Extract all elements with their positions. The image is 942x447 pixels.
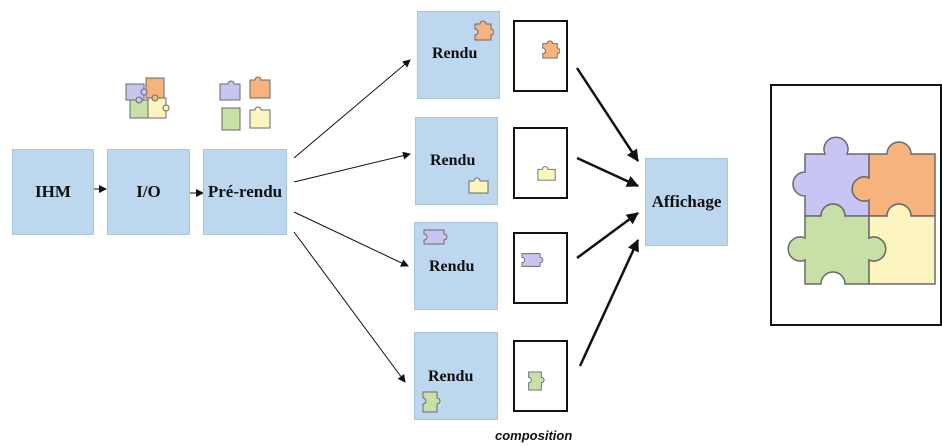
assembled-puzzle-icon	[787, 136, 936, 285]
assembled-puzzle-icon	[125, 77, 170, 119]
prerendu-box: Pré-rendu	[203, 149, 287, 235]
rendu-label-4: Rendu	[428, 368, 474, 385]
render-frame-3	[513, 232, 568, 304]
puzzle-piece-icon	[474, 20, 494, 41]
puzzle-piece-icon	[528, 371, 545, 391]
arrow-frame2-affichage	[576, 156, 639, 188]
io-box: I/O	[107, 149, 190, 235]
arrow-prerendu-rendu4	[293, 231, 406, 383]
affichage-label: Affichage	[651, 192, 722, 211]
rendu-label-1: Rendu	[432, 45, 478, 62]
puzzle-piece-icon	[423, 229, 448, 245]
separated-puzzle-pieces-icon	[219, 76, 271, 131]
puzzle-piece-icon	[468, 177, 489, 194]
prerendu-label: Pré-rendu	[207, 182, 283, 201]
render-frame-2	[513, 127, 568, 199]
ihm-box: IHM	[12, 149, 94, 235]
composition-caption: composition	[495, 428, 573, 443]
arrow-prerendu-rendu2	[293, 151, 411, 183]
io-label: I/O	[136, 182, 161, 201]
arrow-frame4-affichage	[578, 239, 640, 367]
rendu-box-2	[415, 117, 498, 205]
arrow-frame1-affichage	[575, 67, 640, 162]
arrow-prerendu-rendu3	[293, 211, 409, 267]
render-frame-1	[513, 20, 568, 92]
affichage-box: Affichage	[645, 158, 728, 246]
puzzle-piece-icon	[521, 253, 544, 267]
puzzle-piece-icon	[537, 166, 556, 181]
arrow-prerendu-rendu1	[293, 59, 411, 159]
puzzle-piece-icon	[422, 391, 441, 413]
ihm-label: IHM	[35, 182, 71, 201]
arrow-frame3-affichage	[576, 211, 639, 260]
rendu-label-3: Rendu	[429, 258, 475, 275]
puzzle-piece-icon	[542, 40, 560, 59]
rendu-label-2: Rendu	[430, 152, 476, 169]
